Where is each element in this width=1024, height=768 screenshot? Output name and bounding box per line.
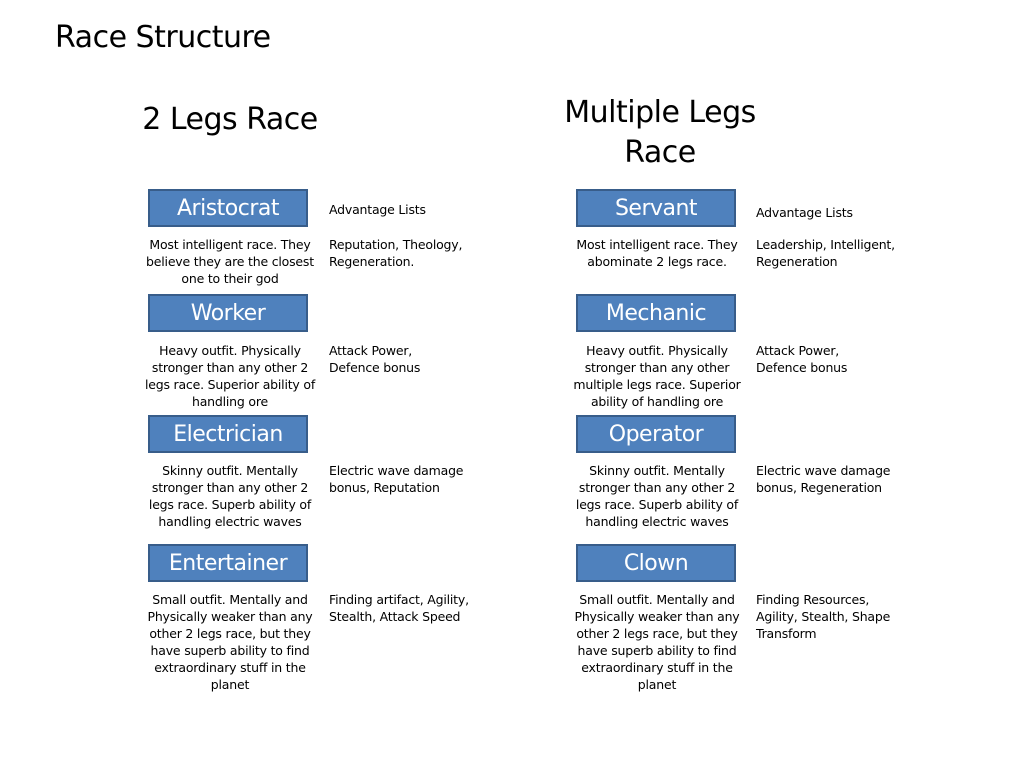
race-description-entertainer: Small outfit. Mentally and Physically we… <box>147 592 313 692</box>
page-title: Race Structure <box>55 20 271 55</box>
column-heading-2-legs: 2 Legs Race <box>142 102 318 137</box>
race-advantages-mechanic: Attack Power, Defence bonus <box>756 343 848 375</box>
race-advantages-clown: Finding Resources, Agility, Stealth, Sha… <box>756 592 891 641</box>
advantage-header-right: Advantage Lists <box>756 205 853 220</box>
race-box-mechanic: Mechanic <box>576 294 736 332</box>
race-box-entertainer: Entertainer <box>148 544 308 582</box>
race-description-servant: Most intelligent race. They abominate 2 … <box>576 237 738 269</box>
race-box-electrician: Electrician <box>148 415 308 453</box>
race-box-servant: Servant <box>576 189 736 227</box>
race-box-aristocrat: Aristocrat <box>148 189 308 227</box>
race-box-operator: Operator <box>576 415 736 453</box>
race-advantages-entertainer: Finding artifact, Agility, Stealth, Atta… <box>329 592 469 624</box>
race-box-worker: Worker <box>148 294 308 332</box>
column-heading-multiple-legs: Multiple Legs Race <box>564 95 756 170</box>
race-advantages-operator: Electric wave damage bonus, Regeneration <box>756 463 891 495</box>
race-advantages-aristocrat: Reputation, Theology, Regeneration. <box>329 237 463 269</box>
race-advantages-servant: Leadership, Intelligent, Regeneration <box>756 237 895 269</box>
race-box-clown: Clown <box>576 544 736 582</box>
advantage-header-left: Advantage Lists <box>329 202 426 217</box>
race-description-electrician: Skinny outfit. Mentally stronger than an… <box>148 463 312 529</box>
race-description-mechanic: Heavy outfit. Physically stronger than a… <box>573 343 741 409</box>
race-advantages-worker: Attack Power, Defence bonus <box>329 343 421 375</box>
race-description-clown: Small outfit. Mentally and Physically we… <box>574 592 740 692</box>
race-advantages-electrician: Electric wave damage bonus, Reputation <box>329 463 464 495</box>
race-description-operator: Skinny outfit. Mentally stronger than an… <box>575 463 739 529</box>
race-description-aristocrat: Most intelligent race. They believe they… <box>146 237 314 286</box>
race-description-worker: Heavy outfit. Physically stronger than a… <box>144 343 316 409</box>
